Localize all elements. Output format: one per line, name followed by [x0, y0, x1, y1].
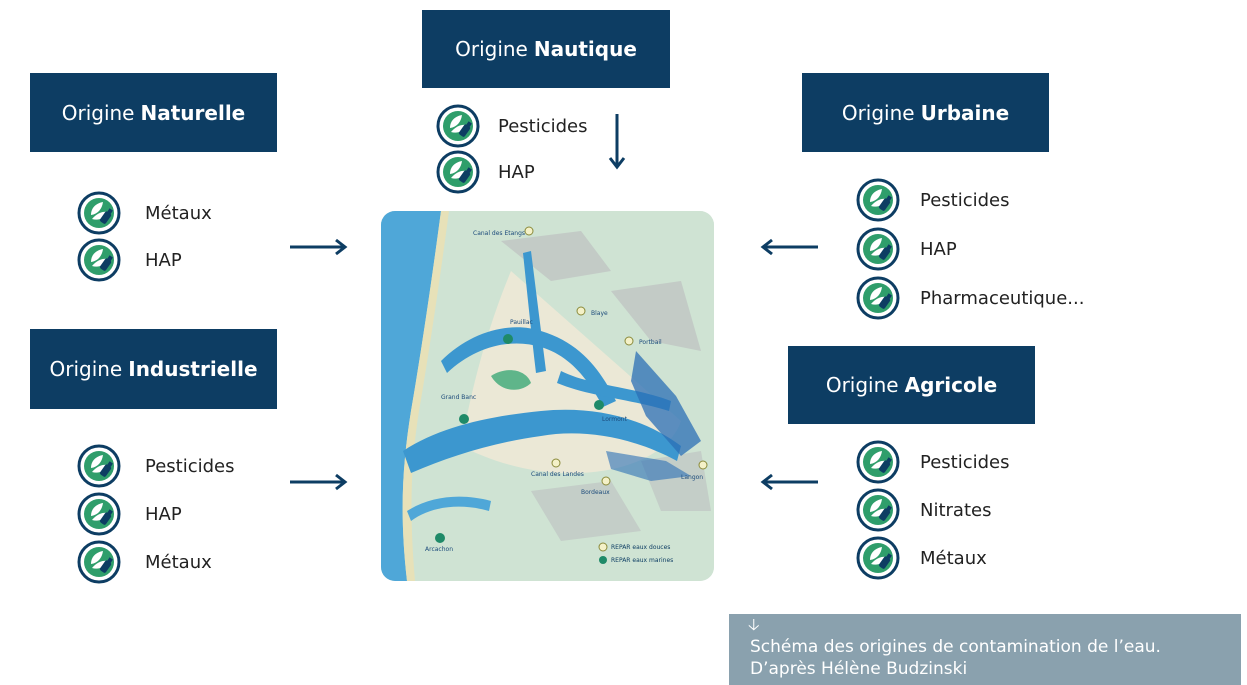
- pollutant-icon: [77, 540, 121, 584]
- map-label: Blaye: [591, 310, 608, 317]
- pollutant-icon: [77, 444, 121, 488]
- arrow-left-icon: [760, 473, 818, 491]
- urbaine-item-2: HAP: [856, 226, 957, 272]
- map-label: Canal des Landes: [531, 471, 584, 478]
- map-label: Grand Banc: [441, 394, 476, 401]
- agricole-item-3: Métaux: [856, 535, 987, 581]
- pollutant-icon: [436, 104, 480, 148]
- pollutant-icon: [856, 440, 900, 484]
- item-label: Métaux: [145, 551, 212, 573]
- map-label: Portbail: [639, 339, 662, 346]
- item-label: HAP: [145, 503, 182, 525]
- origin-prefix: Origine: [61, 100, 135, 125]
- caption-line-2: D’après Hélène Budzinski: [750, 659, 968, 679]
- pollutant-icon: [77, 238, 121, 282]
- pollutant-icon: [856, 488, 900, 532]
- urbaine-item-1: Pesticides: [856, 177, 1010, 223]
- pollutant-icon: [856, 536, 900, 580]
- nautique-item-2: HAP: [436, 149, 535, 195]
- item-label: Métaux: [145, 202, 212, 224]
- item-label: Pesticides: [145, 455, 235, 477]
- arrow-right-icon: [290, 473, 348, 491]
- arrow-right-icon: [290, 238, 348, 256]
- item-label: Pharmaceutique...: [920, 287, 1085, 309]
- origin-name: Industrielle: [128, 357, 258, 381]
- agricole-item-2: Nitrates: [856, 487, 991, 533]
- legend-marker-fresh: [598, 542, 608, 552]
- origin-prefix: Origine: [49, 357, 123, 381]
- item-label: Pesticides: [498, 115, 588, 137]
- pollutant-icon: [77, 191, 121, 235]
- arrow-down-icon: [608, 114, 626, 170]
- legend-marker-marine: [599, 556, 607, 564]
- figure-caption: 🡣 Schéma des origines de contamination d…: [729, 614, 1241, 685]
- origin-prefix: Origine: [841, 100, 915, 125]
- origin-name: Nautique: [533, 37, 637, 61]
- naturelle-item-2: HAP: [77, 237, 182, 283]
- map-label: Canal des Etangs: [473, 230, 525, 237]
- agricole-item-1: Pesticides: [856, 439, 1010, 485]
- origin-name: Agricole: [904, 373, 998, 397]
- map-label: Langon: [681, 474, 703, 481]
- estuary-map: Canal des Etangs Pauillac Blaye Portbail…: [381, 211, 714, 581]
- legend-label: REPAR eaux douces: [611, 544, 670, 551]
- pollutant-icon: [77, 492, 121, 536]
- map-label: Bordeaux: [581, 489, 610, 496]
- origin-prefix: Origine: [455, 37, 528, 61]
- origin-prefix: Origine: [825, 373, 899, 397]
- item-label: HAP: [920, 238, 957, 260]
- pollutant-icon: [856, 178, 900, 222]
- caption-line-1: Schéma des origines de contamination de …: [750, 637, 1161, 657]
- industrielle-item-2: HAP: [77, 491, 182, 537]
- map-label: Arcachon: [425, 546, 453, 553]
- arrow-down-icon: 🡣: [748, 615, 760, 634]
- origin-name: Naturelle: [140, 100, 246, 125]
- urbaine-item-3: Pharmaceutique...: [856, 275, 1084, 321]
- naturelle-item-1: Métaux: [77, 190, 212, 236]
- legend-label: REPAR eaux marines: [611, 557, 673, 564]
- arrow-left-icon: [760, 238, 818, 256]
- industrielle-item-3: Métaux: [77, 539, 212, 585]
- item-label: Pesticides: [920, 189, 1010, 211]
- industrielle-item-1: Pesticides: [77, 443, 235, 489]
- item-label: Pesticides: [920, 451, 1010, 473]
- estuary-map-graphic: Canal des Etangs Pauillac Blaye Portbail…: [381, 211, 714, 581]
- item-label: HAP: [145, 249, 182, 271]
- item-label: Nitrates: [920, 499, 992, 521]
- map-label: Lormont: [602, 416, 628, 423]
- pollutant-icon: [856, 227, 900, 271]
- item-label: Métaux: [920, 547, 987, 569]
- item-label: HAP: [498, 161, 535, 183]
- origin-name: Urbaine: [920, 100, 1010, 125]
- pollutant-icon: [436, 150, 480, 194]
- nautique-item-1: Pesticides: [436, 103, 588, 149]
- pollutant-icon: [856, 276, 900, 320]
- map-label: Pauillac: [510, 319, 533, 326]
